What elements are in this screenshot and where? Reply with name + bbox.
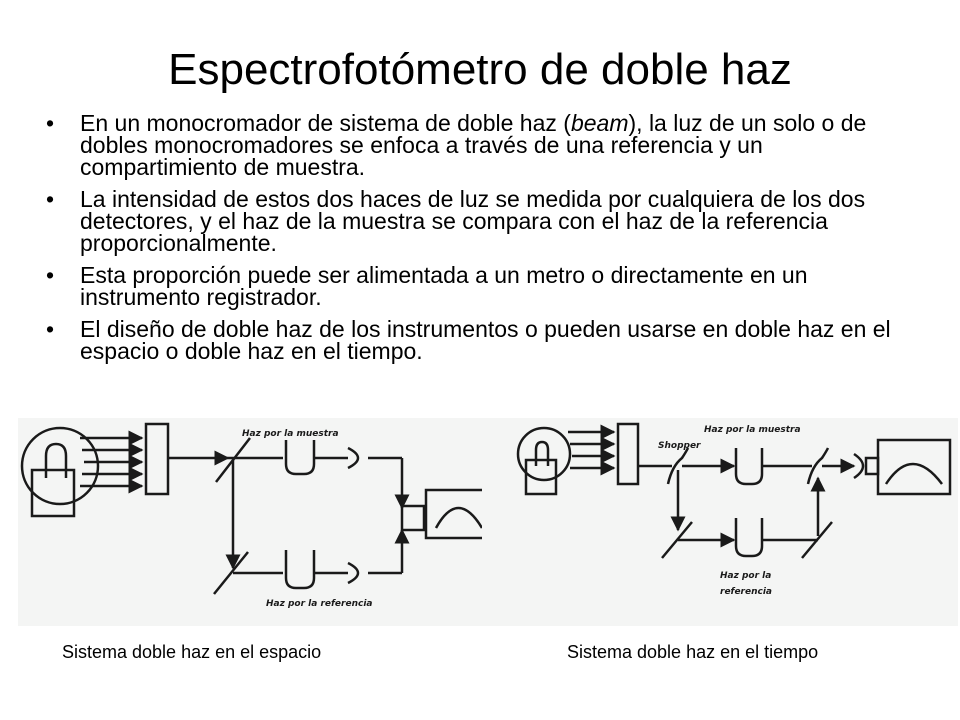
label-reference-line1: Haz por la xyxy=(720,571,771,581)
double-beam-time-diagram: Haz por la muestra Shopper Haz por la re… xyxy=(482,418,958,626)
reference-mirror xyxy=(661,521,693,559)
bullet-dot: • xyxy=(46,110,55,136)
bullet-item: • La intensidad de estos dos haces de lu… xyxy=(46,186,926,256)
bullet-item: • El diseño de doble haz de los instrume… xyxy=(46,316,926,364)
label-reference-line2: referencia xyxy=(720,587,772,597)
bullet-text-pre: En un monocromador de sistema de doble h… xyxy=(80,110,571,136)
bullet-dot: • xyxy=(46,186,55,212)
sample-detector xyxy=(347,446,360,470)
bullet-text: Esta proporción puede ser alimentada a u… xyxy=(80,262,808,310)
reference-detector xyxy=(347,561,360,585)
lamp-housing xyxy=(516,426,572,482)
reference-cuvette xyxy=(284,550,316,590)
bullet-list: • En un monocromador de sistema de doble… xyxy=(46,112,926,372)
bullet-dot: • xyxy=(46,262,55,288)
reference-return-mirror xyxy=(801,521,833,559)
slide-title: Espectrofotómetro de doble haz xyxy=(168,45,792,94)
reference-mirror xyxy=(213,551,249,595)
ratio-unit xyxy=(400,504,426,532)
readout-meter xyxy=(876,438,952,496)
meter-scale xyxy=(434,506,484,529)
caption-time: Sistema doble haz en el tiempo xyxy=(567,642,819,662)
reference-cuvette xyxy=(734,518,764,558)
bullet-text: La intensidad de estos dos haces de luz … xyxy=(80,186,866,256)
lamp-housing xyxy=(20,426,100,506)
recombining-chopper xyxy=(806,447,830,485)
lamp-base xyxy=(524,458,558,496)
bullet-item: • En un monocromador de sistema de doble… xyxy=(46,110,926,180)
label-reference-beam: Haz por la referencia xyxy=(266,599,372,609)
bullet-text: El diseño de doble haz de los instrument… xyxy=(80,316,891,364)
lamp-filament xyxy=(534,440,550,466)
label-sample-beam: Haz por la muestra xyxy=(242,429,339,439)
bullet-dot: • xyxy=(46,316,55,342)
bullet-text-post: ), la luz de un solo o de dobles monocro… xyxy=(80,110,867,180)
monochromator xyxy=(616,422,640,486)
sample-cuvette xyxy=(284,440,316,476)
lamp-base xyxy=(30,468,76,518)
diagram-background xyxy=(18,418,502,626)
label-sample-beam: Haz por la muestra xyxy=(704,425,801,435)
label-chopper: Shopper xyxy=(658,441,701,451)
detector xyxy=(853,452,865,480)
double-beam-space-diagram: Haz por la muestra Haz por la referencia xyxy=(18,418,502,626)
bullet-item: • Esta proporción puede ser alimentada a… xyxy=(46,262,926,310)
sample-cuvette xyxy=(734,448,764,486)
bullet-text-emphasis: beam xyxy=(570,110,629,136)
chopper-wheel xyxy=(666,447,690,485)
lamp-filament xyxy=(44,442,68,478)
caption-space: Sistema doble haz en el espacio xyxy=(62,642,322,662)
meter-scale xyxy=(884,462,943,485)
